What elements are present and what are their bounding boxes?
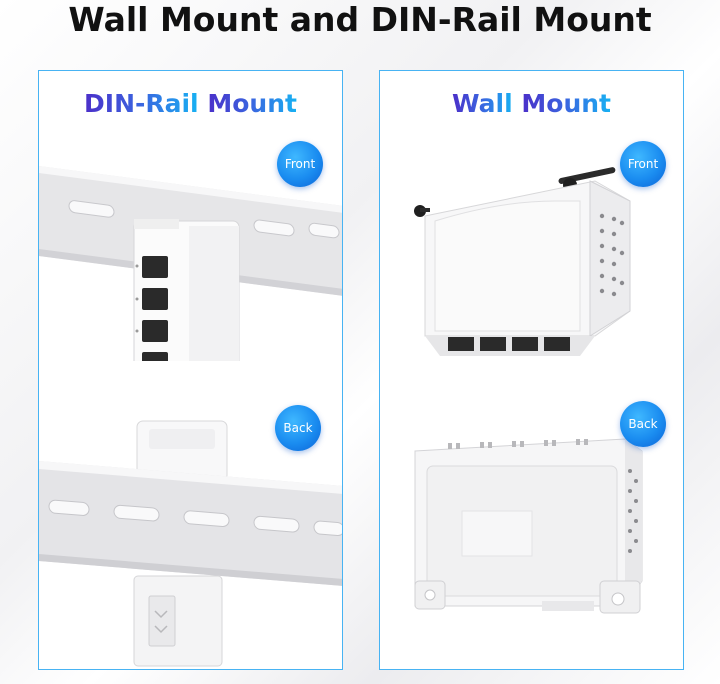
wall-front-image xyxy=(380,161,683,371)
din-rail-mount-panel: DIN-Rail Mount xyxy=(38,70,343,670)
din-rail-title-mount: Mount xyxy=(207,89,297,118)
wall-mount-panel: Wall Mount xyxy=(379,70,684,670)
din-rail-back-badge: Back xyxy=(275,405,321,451)
din-rail-panel-title: DIN-Rail Mount xyxy=(39,89,342,118)
din-rail-front-badge: Front xyxy=(277,141,323,187)
din-rail-title-word: DIN-Rail xyxy=(84,89,199,118)
page-title: Wall Mount and DIN-Rail Mount xyxy=(68,0,652,39)
wall-back-image xyxy=(380,431,683,669)
din-rail-front-image xyxy=(39,151,342,361)
wall-title-mount: Mount xyxy=(521,89,612,118)
din-rail-back-image xyxy=(39,411,342,669)
wall-title-word: Wall xyxy=(451,89,513,118)
wall-panel-title: Wall Mount xyxy=(380,89,683,118)
wall-back-badge: Back xyxy=(620,401,666,447)
wall-front-badge: Front xyxy=(620,141,666,187)
